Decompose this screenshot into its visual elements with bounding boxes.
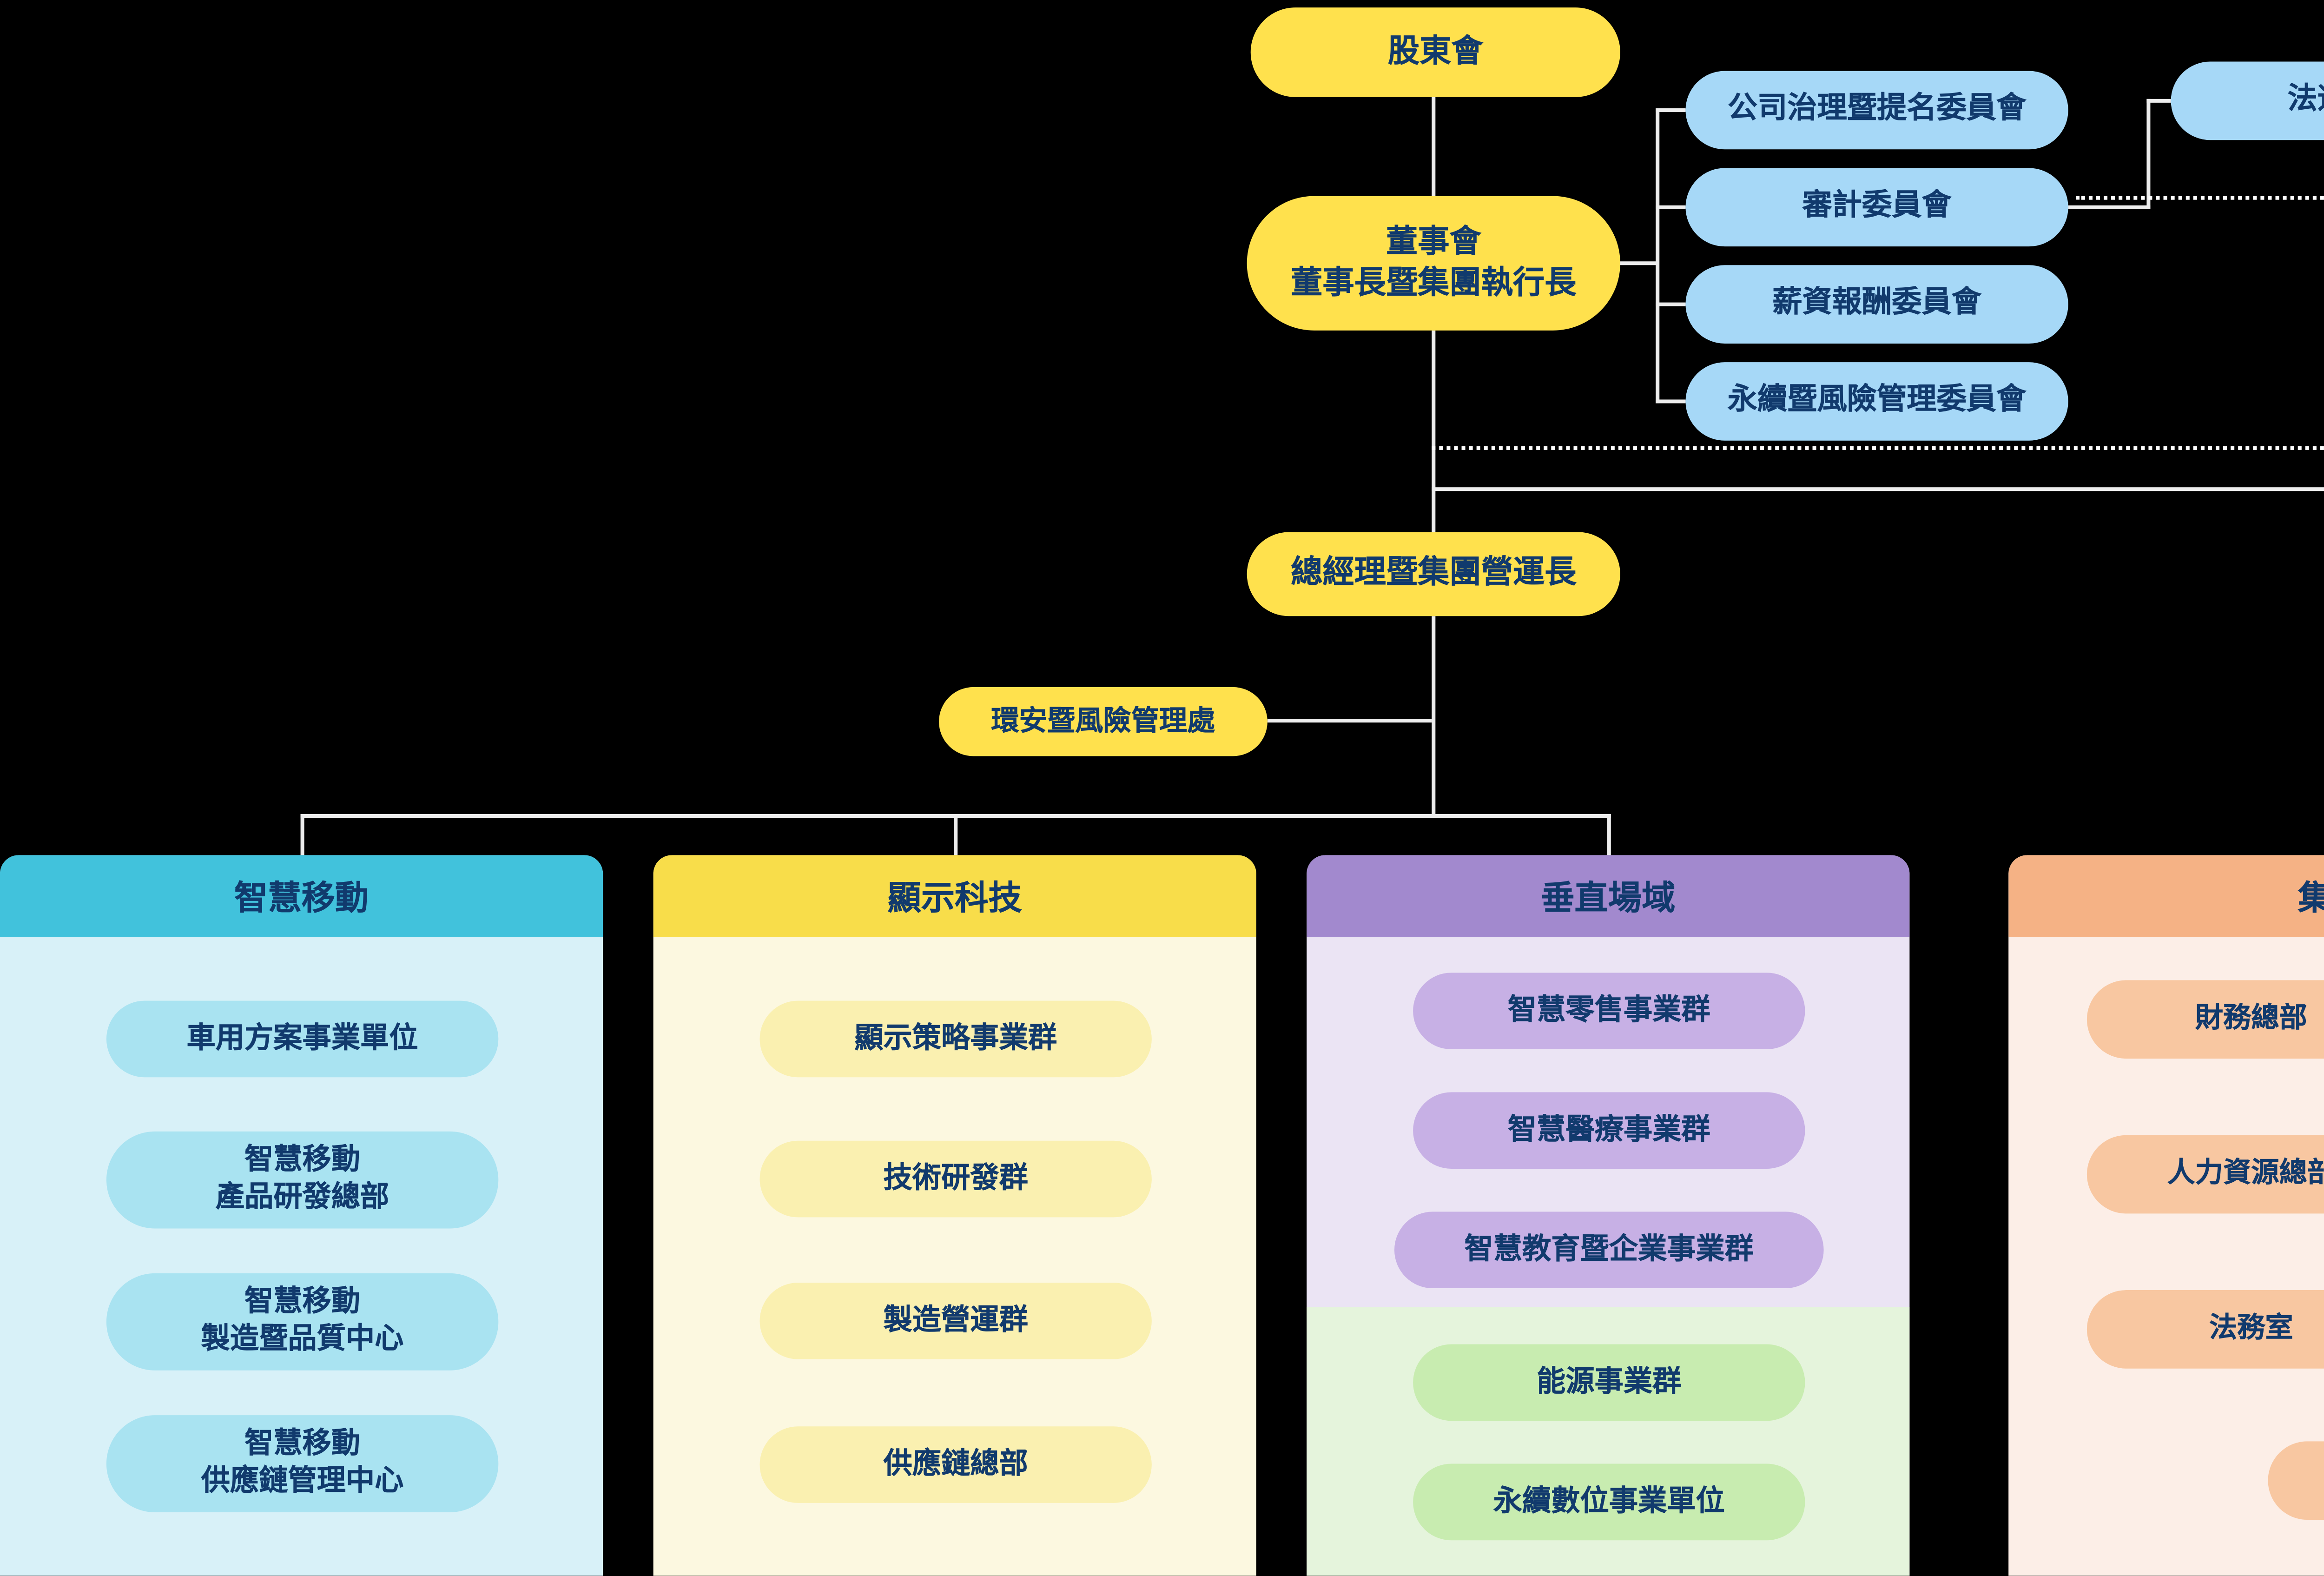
group-item: 財務總部 bbox=[2086, 980, 2324, 1059]
connector-line bbox=[2146, 99, 2171, 103]
group-header: 集團營運支援單位 bbox=[2008, 855, 2324, 938]
group-item: 車用方案事業單位 bbox=[106, 1000, 499, 1078]
connector-line bbox=[1656, 108, 1660, 404]
group-item: 法務室 bbox=[2086, 1290, 2324, 1369]
connector-line bbox=[2068, 205, 2151, 209]
group-item: 智慧移動 供應鏈管理中心 bbox=[106, 1415, 499, 1512]
group-card-vertical-domains: 垂直場域 智慧零售事業群 智慧醫療事業群 智慧教育暨企業事業群 能源事業群 永續… bbox=[1307, 855, 1910, 1576]
node-president-coo: 總經理暨集團營運長 bbox=[1247, 532, 1620, 616]
connector-line bbox=[1620, 261, 1658, 265]
group-item: 顯示策略事業群 bbox=[759, 1000, 1152, 1078]
connector-line bbox=[1432, 616, 1436, 818]
node-shareholders: 股東會 bbox=[1250, 7, 1620, 97]
group-card-group-support: 集團營運支援單位 財務總部 數位技術發展總部 人力資源總部 永續發展總部 法務室… bbox=[2008, 855, 2324, 1576]
connector-line bbox=[1432, 97, 1436, 200]
connector-line bbox=[2146, 99, 2151, 209]
group-item: 智慧移動 產品研發總部 bbox=[106, 1131, 499, 1229]
group-header: 智慧移動 bbox=[0, 855, 603, 938]
group-item: 人力資源總部 bbox=[2086, 1135, 2324, 1214]
group-item: 智慧零售事業群 bbox=[1413, 973, 1805, 1049]
group-item: 技術研發群 bbox=[759, 1140, 1152, 1218]
connector-dotted bbox=[2075, 196, 2324, 200]
connector-line bbox=[1656, 302, 1686, 306]
node-board: 董事會 董事長暨集團執行長 bbox=[1247, 196, 1620, 331]
group-item: 永續數位事業單位 bbox=[1413, 1463, 1805, 1541]
node-esh-risk-office: 環安暨風險管理處 bbox=[939, 687, 1268, 756]
connector-line bbox=[300, 814, 304, 855]
group-item: 能源事業群 bbox=[1413, 1344, 1805, 1421]
group-header: 顯示科技 bbox=[653, 855, 1256, 938]
connector-line bbox=[1267, 719, 1432, 723]
connector-line bbox=[1656, 108, 1686, 112]
group-item: 智慧教育暨企業事業群 bbox=[1394, 1212, 1824, 1289]
group-item: 智慧移動 製造暨品質中心 bbox=[106, 1273, 499, 1371]
group-card-display-technology: 顯示科技 顯示策略事業群 技術研發群 製造營運群 供應鏈總部 bbox=[653, 855, 1256, 1576]
connector-line bbox=[1656, 399, 1686, 404]
connector-line bbox=[1432, 330, 1436, 536]
connector-line bbox=[1607, 814, 1611, 855]
node-chief-compliance: 法遵總顧問 bbox=[2171, 61, 2324, 140]
node-committee-governance: 公司治理暨提名委員會 bbox=[1685, 71, 2068, 150]
node-committee-sustainability-risk: 永續暨風險管理委員會 bbox=[1685, 362, 2068, 441]
group-item: 智慧醫療事業群 bbox=[1413, 1092, 1805, 1169]
group-header: 垂直場域 bbox=[1307, 855, 1910, 938]
group-item: 供應鏈總部 bbox=[759, 1426, 1152, 1503]
connector-dotted bbox=[1432, 446, 2324, 450]
node-committee-compensation: 薪資報酬委員會 bbox=[1685, 265, 2068, 344]
connector-line bbox=[1432, 487, 2324, 491]
group-card-smart-mobility: 智慧移動 車用方案事業單位 智慧移動 產品研發總部 智慧移動 製造暨品質中心 智… bbox=[0, 855, 603, 1576]
group-item: 稽核管理處 bbox=[2268, 1441, 2324, 1520]
connector-line bbox=[954, 814, 958, 855]
group-item: 製造營運群 bbox=[759, 1282, 1152, 1359]
connector-line bbox=[1656, 205, 1686, 209]
node-committee-audit: 審計委員會 bbox=[1685, 168, 2068, 247]
